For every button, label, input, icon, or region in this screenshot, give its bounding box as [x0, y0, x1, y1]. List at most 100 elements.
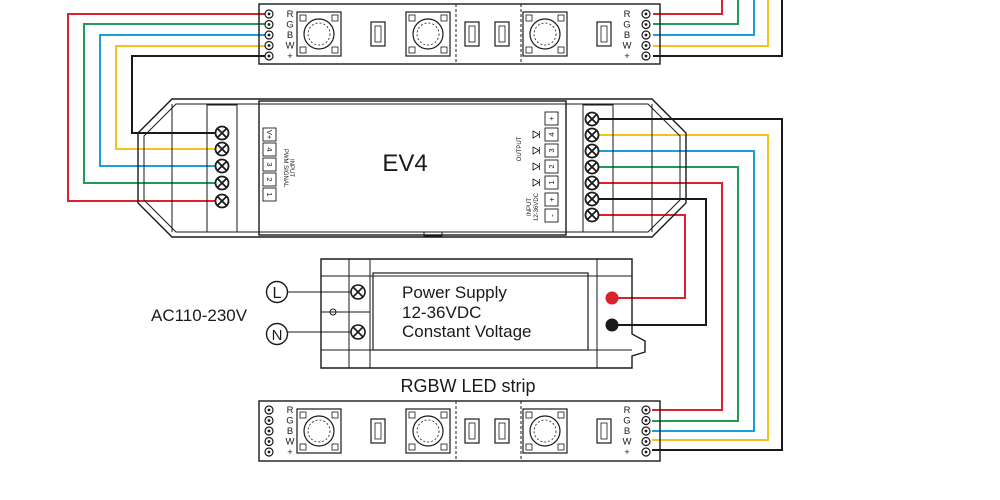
wire-red-output1	[592, 182, 723, 411]
strip-pin-dot	[267, 419, 271, 422]
wire-green-output2	[592, 166, 739, 422]
strip-pin-label: G	[623, 416, 630, 427]
strip-pin-label: +	[624, 447, 630, 458]
power-terminal-box: +	[544, 192, 559, 207]
ev4-output-screws	[584, 111, 600, 223]
strip-pin-dot	[644, 408, 648, 412]
power-terminal-label: +	[547, 197, 556, 202]
output-terminal-box: 1	[544, 175, 559, 190]
strip-pin-label: R	[624, 405, 631, 416]
strip-pin-label: W	[286, 41, 295, 52]
strip-pin-dot	[267, 44, 271, 47]
wire-yellow-input4	[115, 45, 268, 150]
strip-pin-dot	[644, 450, 648, 454]
psu-dc-minus-terminal	[605, 318, 619, 332]
resistor	[494, 418, 510, 444]
screw-terminal	[584, 143, 600, 159]
screw-terminal	[584, 127, 600, 143]
input-terminal-label: V+	[265, 130, 274, 140]
strip-top-body	[258, 3, 661, 65]
wire-black-output-plus	[592, 118, 783, 451]
live-label: L	[273, 285, 282, 302]
screw-terminal	[214, 193, 230, 209]
input-terminal-label: 2	[265, 177, 274, 181]
output-terminal-label: 3	[547, 148, 556, 152]
strip-pin-label: B	[624, 30, 630, 41]
strip-pin-label: G	[286, 416, 293, 427]
strip-pin-dot	[644, 12, 648, 16]
wire-black-power-minus	[592, 198, 707, 326]
screw-terminal	[584, 111, 600, 127]
output-terminal-box: 4	[544, 127, 559, 142]
strip-pin-dot	[644, 44, 648, 47]
strip-pin-label: B	[624, 426, 630, 437]
input-terminal-box: V+	[262, 127, 277, 142]
wire-yellow-output4	[592, 134, 769, 441]
screw-terminal	[214, 141, 230, 157]
strip-pin-dot	[267, 23, 271, 26]
strip-pin-dot	[644, 54, 648, 58]
input-terminal-label: 4	[265, 147, 274, 151]
led-diode-symbol	[532, 130, 540, 139]
strip-top-left-pins: RGBW+	[264, 9, 295, 62]
strip-pin-dot	[644, 33, 648, 37]
led-chip	[405, 408, 451, 454]
strip-pin-label: R	[624, 9, 631, 20]
strip-pin-label: G	[286, 20, 293, 31]
wire-yellow-top-right	[653, 0, 769, 47]
psu-center-node	[329, 308, 337, 316]
strip-pin-dot	[267, 440, 271, 443]
strip-pin-label: W	[623, 41, 632, 52]
ev4-model-label: EV4	[382, 150, 427, 177]
strip-bottom-leds	[296, 408, 612, 454]
psu-ac-neutral-screw	[350, 324, 366, 340]
ev4-housing-inner	[143, 103, 681, 233]
wire-green-input2	[83, 23, 268, 184]
psu-label-line2: 12-36VDC	[402, 303, 481, 322]
strip-pin-label: R	[287, 405, 294, 416]
ev4-center-body	[258, 100, 567, 236]
psu-ac-live-screw	[350, 284, 366, 300]
output-terminal-label: 2	[547, 164, 556, 168]
strip-pin-dot	[267, 408, 271, 412]
wire-blue-output3	[592, 150, 755, 432]
strip-pin-label: W	[623, 437, 632, 448]
led-diode-symbol	[532, 178, 540, 187]
ev4-left-terminal-block	[206, 104, 238, 233]
psu-dc-plus-terminal	[605, 291, 619, 305]
ev4-power-sublabel: 12-36VDC	[534, 192, 540, 221]
output-terminal-label: +	[547, 116, 556, 121]
neutral-label: N	[272, 327, 283, 344]
neutral-marker	[265, 322, 289, 346]
ac-voltage-label: AC110-230V	[151, 306, 248, 325]
strip-pin-label: B	[287, 30, 293, 41]
strip-top-leds	[296, 11, 612, 57]
screw-terminal	[584, 159, 600, 175]
output-terminal-label: 4	[547, 132, 556, 136]
strip-bottom-right-pins: RGBW+	[623, 405, 651, 458]
wire-black-inputv	[131, 55, 268, 134]
wire-red-input1	[67, 13, 268, 202]
resistor	[370, 418, 386, 444]
psu-label-panel	[372, 272, 589, 351]
ev4-output-labels: +4 3 2 1	[532, 111, 559, 190]
strip-pin-dot	[267, 54, 271, 58]
strip-bottom-body	[258, 400, 661, 462]
wire-black-top-right	[653, 0, 783, 57]
resistor	[596, 21, 612, 47]
led-diode-symbol	[532, 146, 540, 155]
resistor	[464, 418, 480, 444]
led-chip	[522, 408, 568, 454]
ev4-bottom-tab	[423, 231, 443, 237]
strip-bottom-left-pins: RGBW+	[264, 405, 295, 458]
strip-pin-label: G	[623, 20, 630, 31]
ev4-power-labels: +-	[544, 192, 559, 223]
led-strip-top: RGBW+ RGBW+	[258, 3, 661, 65]
strip-pin-dot	[644, 440, 648, 443]
led-strip-bottom: RGBW+ RGBW+ RGBW LED strip	[258, 376, 661, 462]
power-terminal-box: -	[544, 208, 559, 223]
ev4-right-terminal-block	[582, 104, 614, 233]
input-terminal-box: 1	[262, 187, 277, 202]
